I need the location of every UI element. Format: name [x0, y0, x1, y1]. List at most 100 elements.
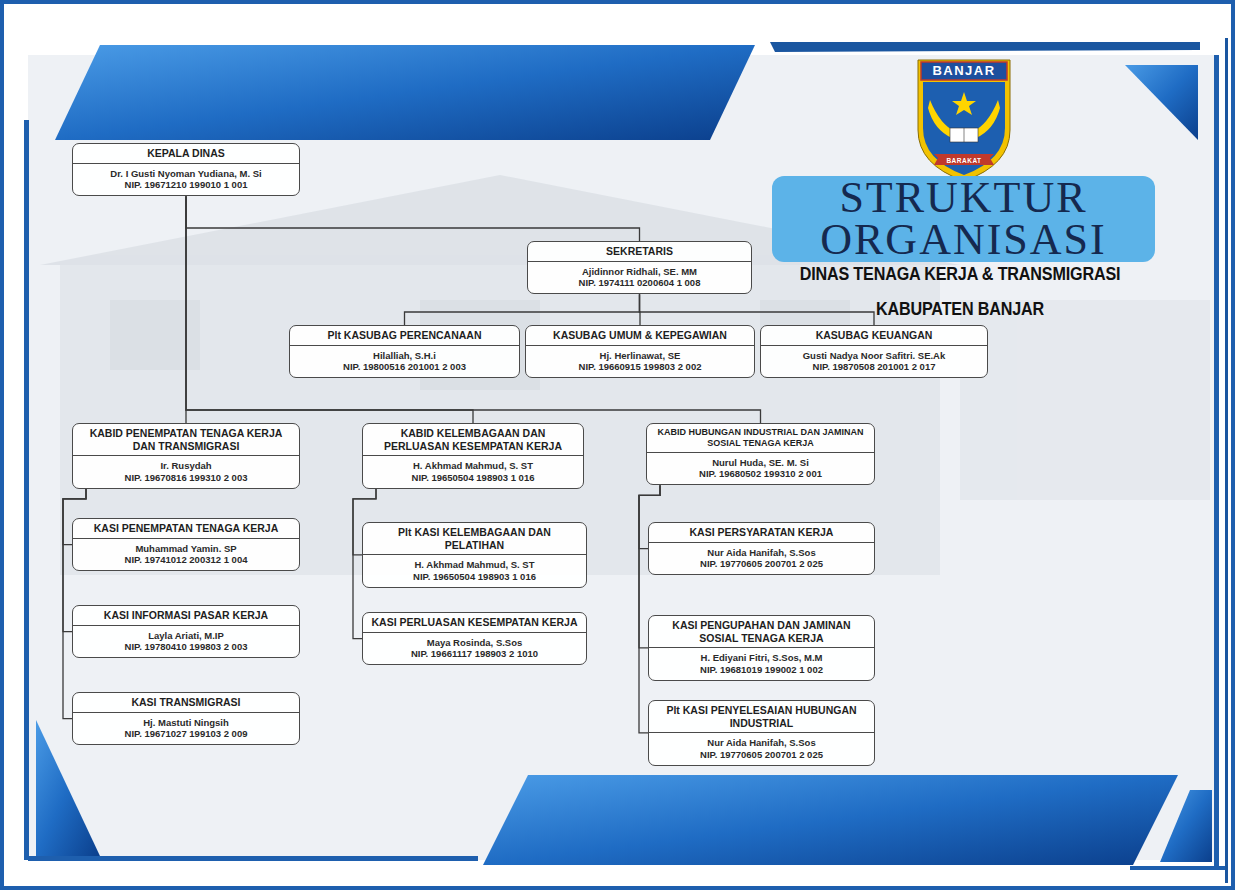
logo-ribbon	[934, 154, 994, 165]
official-name: Nur Aida Hanifah, S.Sos	[649, 733, 874, 749]
position-title: KASI PERSYARATAN KERJA	[649, 523, 874, 543]
official-name: Muhammad Yamin. SP	[73, 539, 299, 555]
employee-number: NIP. 19780410 199803 2 003	[73, 641, 299, 657]
position-title: KEPALA DINAS	[73, 144, 299, 164]
diagram-title: STRUKTUR ORGANISASI	[772, 177, 1155, 261]
official-name: Ajidinnor Ridhali, SE. MM	[528, 262, 751, 278]
org-box: SEKRETARISAjidinnor Ridhali, SE. MMNIP. …	[527, 241, 752, 294]
corner-band	[483, 775, 1178, 865]
org-box: KASI PENEMPATAN TENAGA KERJAMuhammad Yam…	[72, 518, 300, 571]
employee-number: NIP. 19671027 199103 2 009	[73, 728, 299, 744]
employee-number: NIP. 19670816 199310 2 003	[73, 472, 299, 488]
reporting-line	[639, 294, 641, 325]
org-box: KASI PENGUPAHAN DAN JAMINAN SOSIAL TENAG…	[648, 615, 875, 681]
window-shape	[110, 300, 200, 370]
logo-banner	[921, 62, 1007, 80]
official-name: Layla Ariati, M.IP	[73, 626, 299, 642]
logo-book-spine	[964, 128, 965, 142]
frame-line	[28, 856, 478, 861]
official-name: H. Akhmad Mahmud, S. ST	[363, 456, 583, 472]
reporting-line	[185, 196, 186, 423]
official-name: H. Akhmad Mahmud, S. ST	[363, 555, 586, 571]
employee-number: NIP. 19800516 201001 2 003	[290, 361, 519, 377]
official-name: Dr. I Gusti Nyoman Yudiana, M. Si	[73, 164, 299, 180]
employee-number: NIP. 19661117 198903 2 1010	[363, 648, 586, 664]
corner-band	[1160, 790, 1212, 862]
employee-number: NIP. 19650504 198903 1 016	[363, 472, 583, 488]
official-name: Nurul Huda, SE. M. Si	[647, 453, 874, 469]
official-name: Hj. Herlinawat, SE	[526, 346, 754, 362]
regency-logo	[918, 60, 1010, 181]
position-title: KASI TRANSMIGRASI	[73, 693, 299, 713]
org-box: KASUBAG UMUM & KEPEGAWIANHj. Herlinawat,…	[525, 325, 755, 378]
official-name: Maya Rosinda, S.Sos	[363, 633, 586, 649]
employee-number: NIP. 19680502 199310 2 001	[647, 468, 874, 484]
employee-number: NIP. 1974111 0200604 1 008	[528, 277, 751, 293]
org-box: KABID HUBUNGAN INDUSTRIAL DAN JAMINAN SO…	[646, 423, 875, 485]
org-box: KABID KELEMBAGAAN DAN PERLUASAN KESEMPAT…	[362, 423, 584, 489]
frame-line	[1214, 55, 1219, 870]
position-title: Plt KASI PENYELESAIAN HUBUNGAN INDUSTRIA…	[649, 701, 874, 733]
corner-triangle	[1125, 65, 1198, 140]
position-title: KABID KELEMBAGAAN DAN PERLUASAN KESEMPAT…	[363, 424, 583, 456]
position-title: KASUBAG UMUM & KEPEGAWIAN	[526, 326, 754, 346]
org-box: KASI INFORMASI PASAR KERJALayla Ariati, …	[72, 605, 300, 658]
position-title: Plt KASUBAG PERENCANAAN	[290, 326, 519, 346]
subtitle: DINAS TENAGA KERJA & TRANSMIGRASI	[756, 263, 1164, 285]
shield-outline	[918, 60, 1010, 181]
position-title: KASI PERLUASAN KESEMPATAN KERJA	[363, 613, 586, 633]
employee-number: NIP. 19770605 200701 2 025	[649, 749, 874, 765]
logo-book	[950, 128, 978, 142]
wall-shape	[60, 265, 940, 575]
org-box: KASI TRANSMIGRASIHj. Mastuti NingsihNIP.…	[72, 692, 300, 745]
employee-number: NIP. 19870508 201001 2 017	[761, 361, 987, 377]
org-box: KASUBAG KEUANGANGusti Nadya Noor Safitri…	[760, 325, 988, 378]
frame-line	[1225, 38, 1228, 883]
shield-field	[923, 82, 1005, 175]
reporting-line	[186, 196, 473, 423]
position-title: KASI PENGUPAHAN DAN JAMINAN SOSIAL TENAG…	[649, 616, 874, 648]
org-box: KASI PERLUASAN KESEMPATAN KERJAMaya Rosi…	[362, 612, 587, 665]
panel-wash	[28, 55, 1218, 860]
logo-star	[952, 92, 976, 115]
employee-number: NIP. 19681019 199002 1 002	[649, 664, 874, 680]
org-box: Plt KASI KELEMBAGAAN DAN PELATIHANH. Akh…	[362, 522, 587, 588]
org-box: KEPALA DINASDr. I Gusti Nyoman Yudiana, …	[72, 143, 300, 196]
official-name: Nur Aida Hanifah, S.Sos	[649, 543, 874, 559]
org-box: Plt KASI PENYELESAIAN HUBUNGAN INDUSTRIA…	[648, 700, 875, 766]
position-title: KASI PENEMPATAN TENAGA KERJA	[73, 519, 299, 539]
employee-number: NIP. 19741012 200312 1 004	[73, 554, 299, 570]
employee-number: NIP. 19770605 200701 2 025	[649, 558, 874, 574]
employee-number: NIP. 19660915 199803 2 002	[526, 361, 754, 377]
reporting-line	[640, 294, 875, 325]
employee-number: NIP. 19671210 199010 1 001	[73, 179, 299, 195]
logo-text: BARAKAT	[934, 156, 994, 165]
building-watermark	[40, 175, 1210, 575]
subtitle: KABUPATEN BANJAR	[756, 298, 1164, 320]
org-box: Plt KASUBAG PERENCANAANHilalliah, S.H.iN…	[289, 325, 520, 378]
position-title: SEKRETARIS	[528, 242, 751, 262]
official-name: Gusti Nadya Noor Safitri. SE.Ak	[761, 346, 987, 362]
logo-text: BANJAR	[921, 62, 1007, 80]
frame-line	[770, 42, 1200, 52]
position-title: KABID PENEMPATAN TENAGA KERJA DAN TRANSM…	[73, 424, 299, 456]
official-name: Hj. Mastuti Ningsih	[73, 713, 299, 729]
official-name: H. Ediyani Fitri, S.Sos, M.M	[649, 648, 874, 664]
official-name: Ir. Rusydah	[73, 456, 299, 472]
frame-line	[1130, 866, 1225, 870]
org-box: KABID PENEMPATAN TENAGA KERJA DAN TRANSM…	[72, 423, 300, 489]
position-title: KASI INFORMASI PASAR KERJA	[73, 606, 299, 626]
reporting-line	[186, 196, 761, 423]
frame-line	[24, 120, 29, 860]
title-banner: STRUKTUR ORGANISASI	[772, 176, 1155, 262]
wall-shape	[960, 300, 1210, 500]
position-title: Plt KASI KELEMBAGAAN DAN PELATIHAN	[363, 523, 586, 555]
position-title: KABID HUBUNGAN INDUSTRIAL DAN JAMINAN SO…	[647, 424, 874, 453]
official-name: Hilalliah, S.H.i	[290, 346, 519, 362]
corner-band	[55, 45, 755, 140]
position-title: KASUBAG KEUANGAN	[761, 326, 987, 346]
reporting-line	[186, 196, 640, 241]
